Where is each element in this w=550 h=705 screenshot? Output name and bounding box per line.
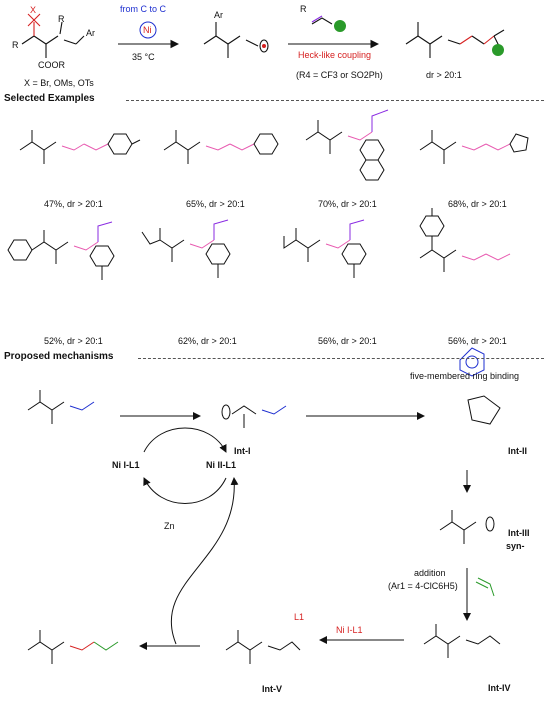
selected-examples-heading: Selected Examples — [4, 93, 95, 104]
int-ii-structure — [459, 347, 501, 425]
x-definition: X = Br, OMs, OTs — [24, 78, 94, 88]
example-yield-5: 52%, dr > 20:1 — [44, 336, 103, 346]
selected-examples-divider — [126, 100, 544, 101]
product-dr-label: dr > 20:1 — [426, 70, 462, 80]
alkene-reagent — [311, 15, 346, 32]
substrate-r2-label: R — [58, 14, 65, 24]
int-iii-structure — [439, 510, 495, 544]
substrate-r1-label: R — [12, 40, 19, 50]
product-green-substituent — [492, 44, 504, 56]
int-ii-label: Int-II — [508, 446, 527, 456]
arrow1-top-label: from C to C — [120, 4, 167, 14]
example-yield-2: 65%, dr > 20:1 — [186, 199, 245, 209]
example-yield-3: 70%, dr > 20:1 — [318, 199, 377, 209]
int-iv-structure — [423, 624, 501, 658]
zn-label: Zn — [164, 521, 175, 531]
final-product-structure — [27, 630, 119, 664]
int-iii-syn-label: syn- — [506, 541, 525, 551]
substrate-structure — [21, 13, 85, 58]
example-6-structure — [141, 219, 231, 278]
substrate-x-label: X — [30, 5, 37, 15]
ni-i-l1-bottom-label: Ni I-L1 — [336, 625, 363, 635]
alkene-r4-label: R — [300, 4, 307, 14]
example-4-structure — [419, 130, 529, 164]
example-7-structure — [283, 219, 367, 278]
int-iv-label: Int-IV — [488, 683, 511, 693]
cycle-arc-bottom — [143, 477, 227, 504]
ni-ii-l1-label: Ni II-L1 — [206, 460, 237, 470]
example-2-structure — [163, 130, 279, 164]
example-yield-6: 62%, dr > 20:1 — [178, 336, 237, 346]
int-v-structure — [225, 630, 301, 664]
int-v-l1-label: L1 — [294, 612, 305, 622]
alkene-addition-reagent — [475, 577, 495, 597]
int-v-return-arrow — [170, 477, 239, 645]
ni-i-l1-label: Ni I-L1 — [112, 460, 140, 470]
example-yield-4: 68%, dr > 20:1 — [448, 199, 507, 209]
mechanism-start-structure — [27, 390, 95, 424]
example-yield-1: 47%, dr > 20:1 — [44, 199, 103, 209]
example-1-structure — [19, 130, 141, 164]
r4-definition: (R4 = CF3 or SO2Ph) — [296, 70, 383, 80]
proposed-mechanisms-divider — [138, 358, 544, 359]
substrate-ar-label: Ar — [86, 28, 95, 38]
example-8-structure — [419, 208, 511, 272]
ring-binding-label: five-membered ring binding — [410, 371, 520, 381]
int-i-structure — [221, 404, 287, 428]
coupling-label: Heck-like coupling — [298, 50, 372, 60]
intermediate-ar-label: Ar — [214, 10, 223, 20]
int-iii-label: Int-III — [508, 528, 530, 538]
int-v-label: Int-V — [262, 684, 282, 694]
example-yield-8: 56%, dr > 20:1 — [448, 336, 507, 346]
arrow1-temperature-label: 35 °C — [132, 52, 155, 62]
addition-label: addition — [414, 568, 446, 578]
ar1-definition: (Ar1 = 4-ClC6H5) — [388, 581, 458, 591]
ni-catalyst-circle — [139, 21, 157, 39]
example-yield-7: 56%, dr > 20:1 — [318, 336, 377, 346]
cycle-arc-top — [143, 427, 227, 453]
proposed-mechanisms-heading: Proposed mechanisms — [4, 351, 114, 362]
example-5-structure — [7, 221, 115, 280]
radical-intermediate-structure — [203, 22, 269, 58]
example-3-structure — [305, 109, 389, 181]
product-structure — [405, 22, 505, 58]
ni-catalyst-label: Ni — [143, 25, 152, 35]
int-i-label: Int-I — [234, 446, 251, 456]
substrate-coor3-label: COOR — [38, 60, 65, 70]
